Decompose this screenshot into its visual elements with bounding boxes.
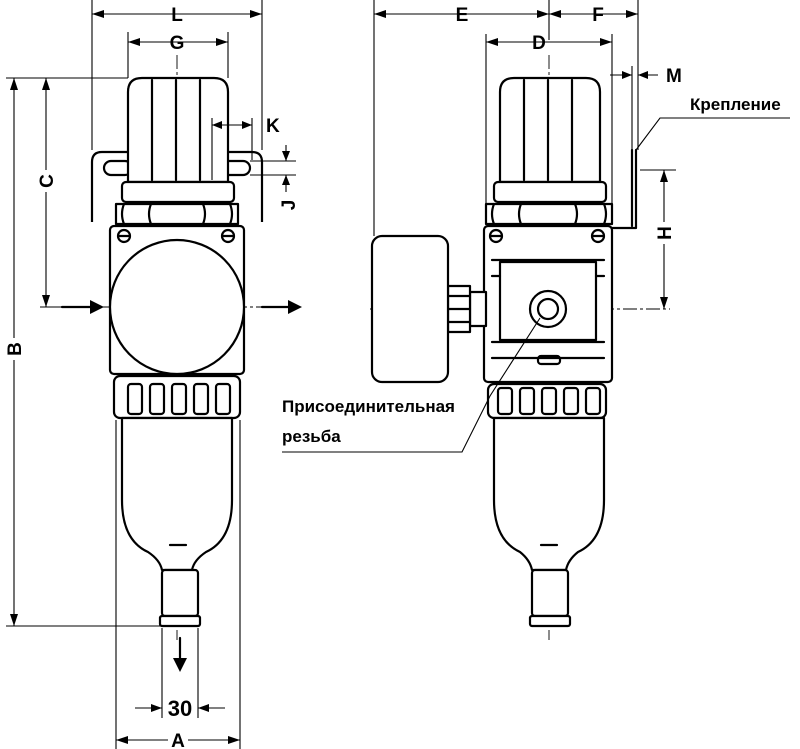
ring-grip-1 [126,382,144,416]
ring-grip-5 [214,382,232,416]
ring-grip-2 [148,382,166,416]
dim-G-arrow-left [128,38,140,46]
front-bowl-ring [112,374,242,420]
dim-E-arrow-left [374,10,386,18]
front-bowl [120,416,234,572]
side-nut-facets [490,202,608,226]
dim-B-label: B [5,342,26,356]
front-knob [126,76,230,184]
side-port-inner [536,297,560,321]
side-view [370,55,670,640]
dim-H-arrow-top [660,170,668,182]
dim-A-arrow-right [228,736,240,744]
dim-K-arrow-right [242,121,252,129]
dim-M-arrow-right [638,71,648,79]
side-dimensions: E F D M H Крепление Присоединительн [282,0,790,453]
side-ring-grip-3 [540,386,558,416]
knob-ribs [150,78,202,182]
ring-grip-4 [192,382,210,416]
dim-A-arrow-left [116,736,128,744]
dim-J-arrow-bottom [282,175,290,185]
side-ring-grip-5 [584,386,602,416]
front-gauge-face [108,238,246,376]
side-knob-base [492,180,608,204]
thread-label-line1: Присоединительная [282,397,455,416]
dim-G-arrow-right [216,38,228,46]
dim-L-arrow-left [92,10,104,18]
dim-C-label: C [37,174,58,188]
side-ring-grip-1 [496,386,514,416]
side-indicator [536,354,562,366]
thread-leader [282,317,541,453]
side-port-block [498,260,598,342]
inlet-arrow [90,300,104,314]
side-drain [530,568,570,618]
side-ring-grip-2 [518,386,536,416]
side-ring-grip-4 [562,386,580,416]
dim-30-arrow-right [198,704,209,712]
dim-C-arrow-top [42,78,50,90]
front-dimensions: L G K J C [4,0,300,749]
side-knob-ribs [522,78,574,182]
front-nut [114,202,240,226]
dim-B-arrow-top [10,78,18,90]
side-drain-cap [528,614,572,628]
dim-B-gap [4,338,24,360]
dim-H-label: H [655,226,676,240]
dim-H-arrow-bottom [660,297,668,309]
dim-L-arrow-right [250,10,262,18]
dim-D-arrow-left [486,38,498,46]
dim-D-arrow-right [600,38,612,46]
drain-arrow [173,658,187,672]
dim-K-arrow-left [212,121,222,129]
dim-F-arrow-right [626,10,638,18]
dim-A-gap [168,731,188,749]
dim-B-arrow-bottom [10,614,18,626]
dim-J-label: J [279,200,300,211]
side-gauge [370,234,450,384]
dim-H-gap [654,222,674,244]
front-view [60,55,302,672]
dim-L-label: L [171,5,183,26]
side-bracket [610,148,638,230]
dim-J-arrow-top [282,151,290,161]
gauge-stem [468,290,488,328]
mounting-leader [635,117,790,151]
side-knob [498,76,602,184]
side-bowl [492,416,606,572]
dim-G-label: G [170,33,185,54]
side-port [528,289,568,329]
nut-facets [120,202,234,226]
dim-M-label: M [666,66,682,87]
front-drain-cap [158,614,202,628]
thread-label-line2: резьба [282,427,341,446]
dim-E-arrow-right [537,10,549,18]
dim-30-arrow-left [151,704,162,712]
side-body-lines [490,258,606,360]
dim-D-label: D [532,33,546,54]
dim-M-arrow-left [622,71,632,79]
front-knob-base [120,180,236,204]
dim-E-label: E [456,5,469,26]
gauge-nut-lines [446,294,472,324]
mounting-label: Крепление [690,95,781,114]
dim-C-arrow-bottom [42,295,50,307]
dim-30-label: 30 [168,696,192,721]
ring-grip-3 [170,382,188,416]
dim-F-arrow-left [549,10,561,18]
dim-A-label: A [171,731,185,749]
outlet-arrow [288,300,302,314]
side-nut [484,202,614,226]
dim-F-label: F [592,5,604,26]
dim-K-label: K [266,116,280,137]
dim-C-gap [36,170,56,192]
front-drain [160,568,200,618]
